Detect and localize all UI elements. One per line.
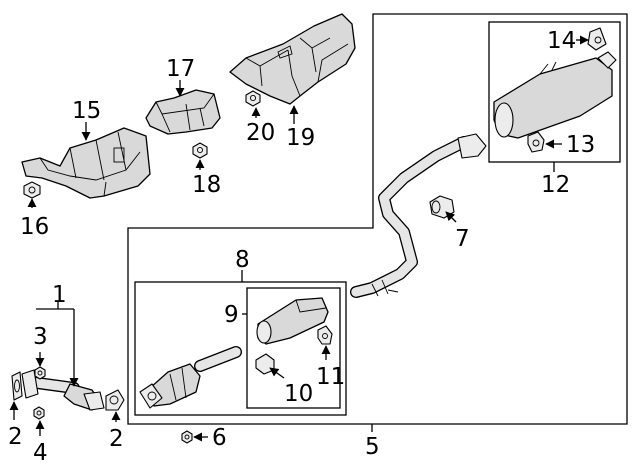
callout-16: 16	[20, 214, 49, 240]
nut-20	[245, 90, 261, 107]
heat-shield-15	[21, 127, 151, 199]
hanger-13	[527, 131, 545, 153]
callout-20: 20	[246, 120, 275, 146]
heat-shield-19	[229, 13, 356, 105]
callout-1: 1	[52, 282, 67, 308]
callout-4: 4	[33, 440, 48, 466]
nut-18	[192, 142, 208, 159]
box-8	[134, 281, 347, 416]
nut-4	[33, 406, 45, 420]
hanger-10	[255, 353, 275, 375]
nut-16	[23, 181, 41, 199]
callout-9: 9	[224, 302, 239, 328]
callout-2-left: 2	[8, 424, 23, 450]
catalytic-converter	[139, 346, 242, 409]
resonator	[256, 297, 329, 345]
callout-19: 19	[286, 125, 315, 151]
callout-7: 7	[455, 226, 470, 252]
gasket-2-right	[105, 389, 125, 411]
hanger-11	[317, 325, 333, 345]
callout-labels: 1 2 2 3 4 5 6 7 8 9 10 11 12 13 14 15 16…	[8, 28, 595, 466]
callout-17: 17	[166, 56, 195, 82]
callout-12: 12	[541, 172, 570, 198]
center-pipe	[350, 133, 487, 298]
callout-5: 5	[365, 434, 380, 460]
nut-3	[34, 366, 46, 380]
callout-13: 13	[566, 132, 595, 158]
hanger-14	[587, 27, 607, 51]
nut-6	[181, 430, 193, 444]
hanger-7	[429, 195, 455, 219]
callout-6: 6	[212, 425, 227, 451]
leader-lines	[9, 35, 589, 442]
callout-3: 3	[33, 324, 48, 350]
heat-shield-17	[145, 89, 221, 135]
callout-8: 8	[235, 247, 250, 273]
gasket-2-left	[11, 371, 23, 401]
box-5	[127, 13, 628, 425]
callout-2-right: 2	[109, 426, 124, 452]
muffler	[493, 51, 617, 139]
box-9	[246, 287, 341, 409]
callout-10: 10	[284, 381, 313, 407]
callout-15: 15	[72, 98, 101, 124]
callout-11: 11	[316, 364, 345, 390]
front-pipe	[21, 369, 105, 411]
callout-18: 18	[192, 172, 221, 198]
callout-14: 14	[547, 28, 576, 54]
